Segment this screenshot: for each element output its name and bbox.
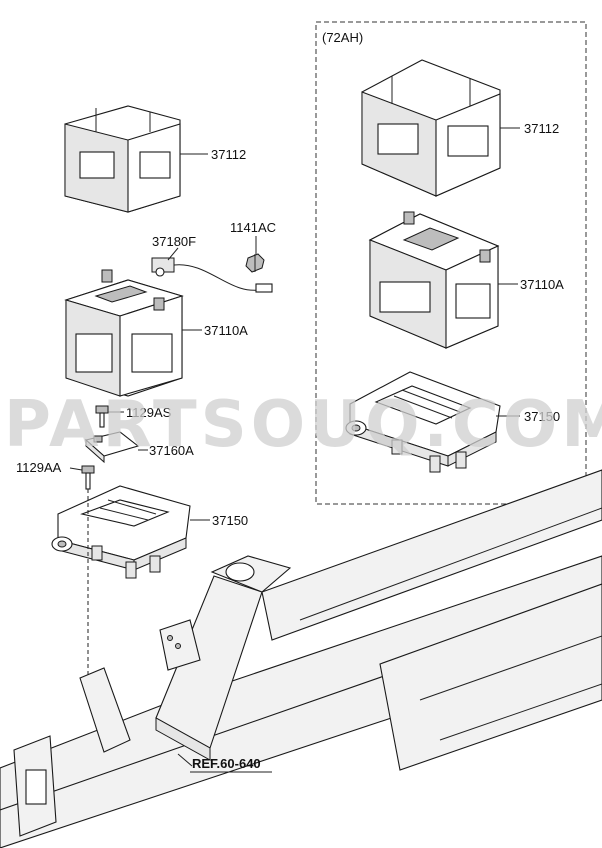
leader-cable	[167, 247, 179, 261]
watermark: PARTSOUQ.COM	[4, 388, 602, 462]
callout-37110A-left: 37110A	[204, 323, 248, 338]
battery-carrier-left[interactable]	[51, 485, 191, 579]
nut-1141ac[interactable]	[245, 253, 265, 273]
callout-1129AS: 1129AS	[126, 405, 172, 420]
hold-down-bracket[interactable]	[84, 431, 140, 464]
battery-sensor-cable[interactable]	[151, 257, 273, 293]
callout-37150-left: 37150	[212, 513, 248, 528]
reference-label[interactable]: REF.60-640	[192, 756, 261, 771]
leader-bolt-left	[69, 467, 83, 471]
battery-tray-left[interactable]	[64, 105, 181, 213]
callout-1129AA: 1129AA	[16, 460, 62, 475]
callout-37112-left: 37112	[211, 147, 246, 162]
callout-1141AC: 1141AC	[230, 220, 276, 235]
vehicle-frame	[0, 469, 602, 848]
battery-right[interactable]	[368, 211, 500, 349]
callout-37180F: 37180F	[152, 234, 196, 249]
callout-37110A-right: 37110A	[520, 277, 564, 292]
callout-37112-right: 37112	[524, 121, 559, 136]
battery-carrier-right[interactable]	[345, 371, 501, 473]
bolt-1129aa[interactable]	[81, 465, 95, 490]
battery-tray-right[interactable]	[361, 59, 501, 197]
bolt-1129as[interactable]	[95, 405, 109, 428]
battery-left[interactable]	[64, 269, 184, 397]
variant-box-title: (72AH)	[322, 30, 363, 45]
callout-37160A: 37160A	[149, 443, 194, 458]
callout-37150-right: 37150	[524, 409, 560, 424]
leader-ref	[177, 753, 193, 767]
